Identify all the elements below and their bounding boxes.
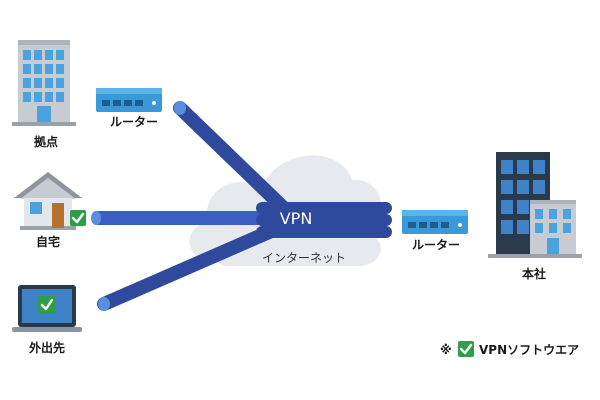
branch-building-icon (12, 40, 76, 126)
internet-label: インターネット (262, 251, 346, 265)
home-house-icon (14, 172, 82, 230)
vpn-label: VPN (280, 209, 313, 228)
left-router-icon (96, 88, 162, 112)
tunnel-branch (173, 101, 299, 223)
right-router-icon (402, 210, 468, 234)
legend-text: VPNソフトウエア (479, 343, 579, 357)
branch-label: 拠点 (34, 134, 58, 149)
tunnel-end-home (91, 211, 101, 225)
remote-label: 外出先 (29, 340, 65, 355)
tunnel-end-branch (174, 101, 186, 115)
remote-laptop-icon (12, 285, 82, 332)
left-router-label: ルーター (110, 115, 158, 129)
hq-building-icon (488, 152, 582, 258)
tunnel-end-remote (98, 297, 110, 311)
home-label: 自宅 (36, 234, 60, 249)
hq-label: 本社 (522, 266, 546, 281)
vpn-tunnels (91, 101, 392, 311)
vpn-software-check-home-icon (70, 210, 86, 226)
right-router-label: ルーター (412, 238, 460, 252)
legend-mark: ※ (440, 343, 452, 357)
legend-check-icon (458, 341, 474, 357)
